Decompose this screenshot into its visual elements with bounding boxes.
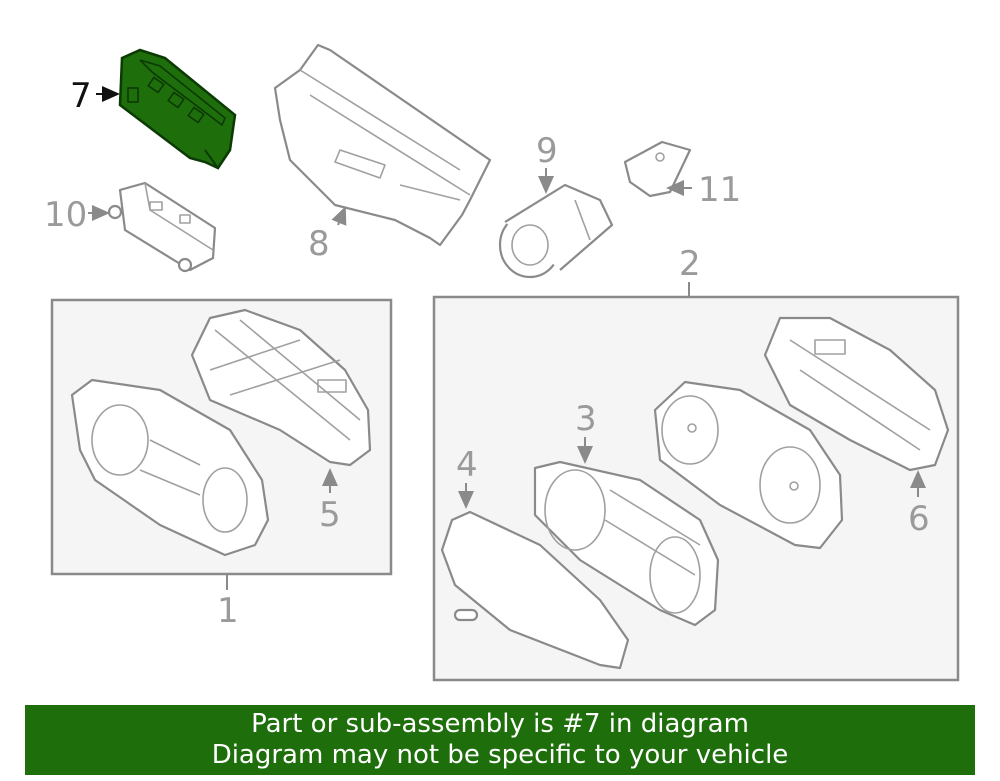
banner-line-1: Part or sub-assembly is #7 in diagram <box>251 709 749 739</box>
callout-10[interactable]: 10 <box>44 195 87 235</box>
callout-9[interactable]: 9 <box>536 131 558 171</box>
callout-7[interactable]: 7 <box>70 76 92 116</box>
callout-3[interactable]: 3 <box>575 399 597 439</box>
callout-8[interactable]: 8 <box>308 224 330 264</box>
part-gauge-plate[interactable] <box>653 380 844 550</box>
callout-5[interactable]: 5 <box>319 495 341 535</box>
callout-11[interactable]: 11 <box>698 170 741 210</box>
callout-1[interactable]: 1 <box>217 591 239 631</box>
part-3-cluster-face[interactable] <box>533 460 720 627</box>
callout-6[interactable]: 6 <box>908 499 930 539</box>
part-9-knob[interactable] <box>498 183 614 279</box>
part-7-switch-module[interactable] <box>118 48 237 170</box>
part-6-rear-housing[interactable] <box>763 316 950 472</box>
part-4-lens[interactable] <box>440 510 630 670</box>
part-notice-banner: Part or sub-assembly is #7 in diagram Di… <box>25 705 975 775</box>
callout-4[interactable]: 4 <box>456 445 478 485</box>
exploded-parts-diagram: 7 10 8 9 <box>44 43 960 682</box>
callout-8-leader <box>331 206 347 226</box>
part-1-cluster-front[interactable] <box>70 378 270 557</box>
part-8-center-panel[interactable] <box>273 43 492 247</box>
part-5-cluster-housing[interactable] <box>190 308 372 467</box>
banner-line-2: Diagram may not be specific to your vehi… <box>211 740 789 770</box>
callout-2[interactable]: 2 <box>679 244 701 284</box>
part-10-switch[interactable] <box>107 181 217 273</box>
